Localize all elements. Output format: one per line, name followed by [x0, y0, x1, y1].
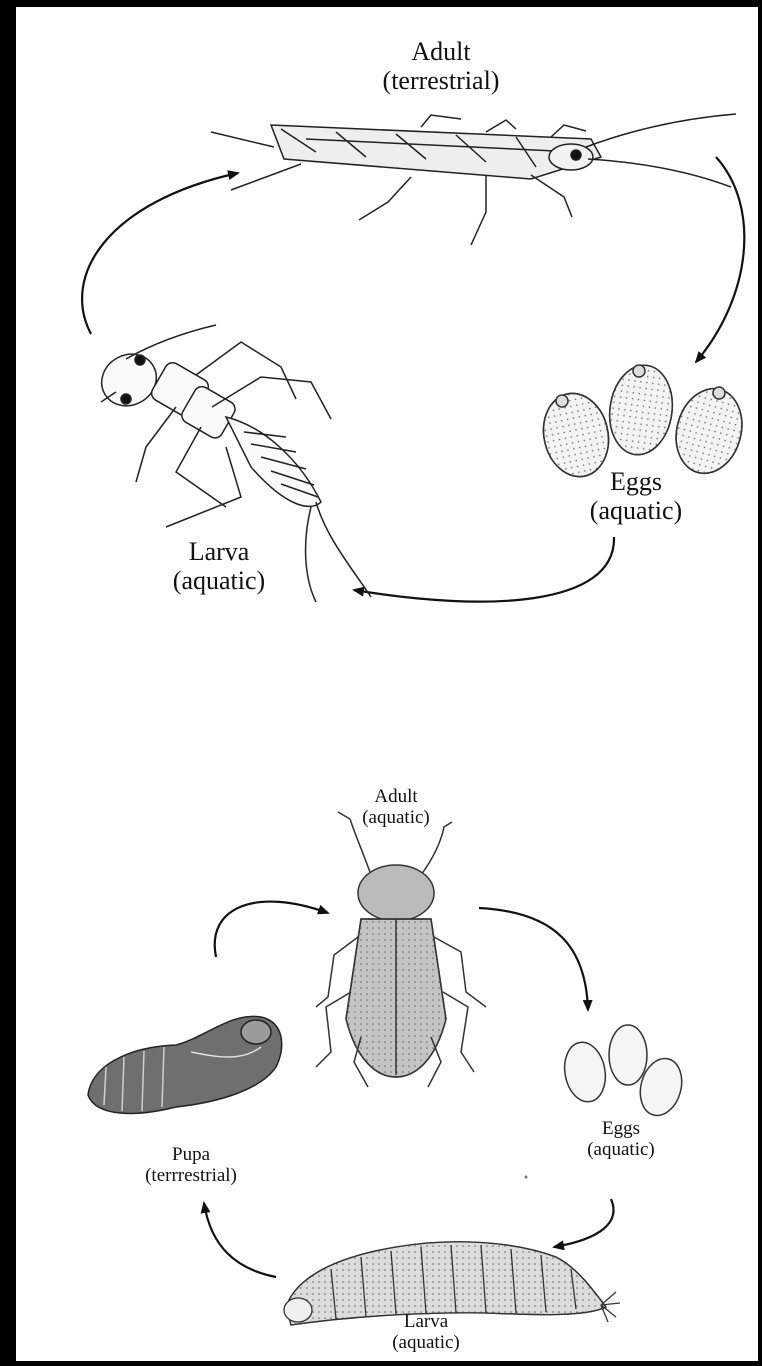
beetle-larva-name: Larva — [371, 1311, 481, 1332]
stonefly-larva-habitat: (aquatic) — [144, 566, 294, 595]
stonefly-adult-habitat: (terrestrial) — [346, 66, 536, 95]
arrow-larva-to-pupa — [204, 1203, 276, 1277]
beetle-adult-label: Adult (aquatic) — [336, 786, 456, 829]
arrow-pupa-to-adult — [215, 902, 328, 957]
beetle-eggs-name: Eggs — [566, 1118, 676, 1139]
beetle-pupa-habitat: (terrrestrial) — [116, 1165, 266, 1186]
beetle-pupa-name: Pupa — [116, 1144, 266, 1165]
arrow-larva-to-adult — [82, 173, 238, 334]
stonefly-larva-name: Larva — [144, 537, 294, 566]
beetle-adult-habitat: (aquatic) — [336, 807, 456, 828]
stonefly-adult-illustration — [211, 114, 736, 245]
beetle-adult-illustration — [316, 812, 486, 1087]
stonefly-larva-label: Larva (aquatic) — [144, 537, 294, 595]
beetle-larva-habitat: (aquatic) — [371, 1332, 481, 1353]
beetle-adult-name: Adult — [336, 786, 456, 807]
beetle-eggs-label: Eggs (aquatic) — [566, 1118, 676, 1161]
beetle-larva-label: Larva (aquatic) — [371, 1311, 481, 1354]
arrow-adult-to-eggs — [479, 908, 588, 1010]
stonefly-eggs-label: Eggs (aquatic) — [561, 467, 711, 525]
stonefly-eggs-habitat: (aquatic) — [561, 496, 711, 525]
beetle-eggs-illustration — [560, 1025, 688, 1120]
arrow-adult-to-eggs — [696, 157, 744, 362]
speck-mark — [525, 1176, 528, 1179]
diagram-panel: Adult (terrestrial) Eggs (aquatic) Larva… — [16, 7, 758, 1361]
stonefly-eggs-illustration — [536, 361, 751, 483]
stonefly-adult-name: Adult — [346, 37, 536, 66]
beetle-eggs-habitat: (aquatic) — [566, 1139, 676, 1160]
beetle-pupa-label: Pupa (terrrestrial) — [116, 1144, 266, 1187]
arrow-eggs-to-larva — [354, 537, 614, 602]
arrow-eggs-to-larva — [554, 1199, 614, 1247]
stonefly-eggs-name: Eggs — [561, 467, 711, 496]
stonefly-adult-label: Adult (terrestrial) — [346, 37, 536, 95]
beetle-pupa-illustration — [88, 1016, 282, 1113]
